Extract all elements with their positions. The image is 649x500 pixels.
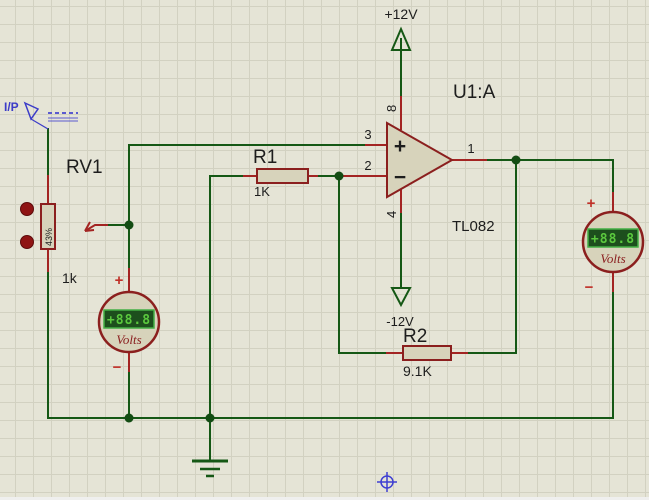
vcc-label[interactable]: +12V <box>384 6 418 22</box>
voltmeter-right[interactable]: +88.8 Volts <box>581 210 645 274</box>
opamp-refdes[interactable]: U1:A <box>453 82 496 103</box>
opamp-pin8-number: 8 <box>384 105 399 112</box>
junction-dots <box>124 155 521 423</box>
terminal-underline-mark <box>48 117 78 122</box>
r1-value[interactable]: 1K <box>254 184 270 199</box>
wire-pin2-to-r2[interactable] <box>338 176 386 354</box>
component-pins <box>47 96 614 372</box>
vcc-power-arrow[interactable] <box>390 26 412 51</box>
ground-symbol[interactable] <box>192 459 228 478</box>
vee-label[interactable]: -12V <box>386 314 414 329</box>
vee-power-arrow[interactable] <box>390 287 412 308</box>
voltmeter-left-unit: Volts <box>116 332 141 347</box>
input-terminal[interactable] <box>23 101 78 130</box>
input-terminal-marker-icon[interactable] <box>23 101 40 121</box>
voltmeter-right-minus-mark: − <box>585 279 594 296</box>
voltmeter-left-reading: +88.8 <box>107 313 151 328</box>
junction-dot <box>124 413 134 423</box>
wire-net <box>47 38 614 461</box>
origin-crosshair-icon <box>377 472 397 492</box>
voltmeter-lcd <box>103 309 155 329</box>
r2-refdes[interactable]: R2 <box>403 326 427 347</box>
resistor-r2[interactable] <box>402 345 452 361</box>
pot-body[interactable] <box>40 203 56 250</box>
opamp-part-number[interactable]: TL082 <box>452 218 495 235</box>
voltmeter-left-plus-mark: + <box>115 272 124 289</box>
junction-dot <box>205 413 215 423</box>
opamp-pin3-number: 3 <box>364 127 371 142</box>
junction-dot <box>334 171 344 181</box>
junction-dot <box>124 220 134 230</box>
wire-r1-to-rail[interactable] <box>209 175 243 418</box>
pot-value[interactable]: 1k <box>62 270 78 286</box>
pot-wiper-shaft[interactable] <box>84 224 108 232</box>
opamp-u1a[interactable]: + − <box>386 121 455 199</box>
opamp-noninv-plus-icon: + <box>394 135 406 158</box>
opamp-inv-minus-icon: − <box>394 166 406 189</box>
resistor-body[interactable] <box>256 168 309 184</box>
opamp-pin1-number: 1 <box>467 141 474 156</box>
pot-wiper-percent: 43% <box>44 228 54 246</box>
voltmeter-right-reading: +88.8 <box>591 232 635 247</box>
r2-value[interactable]: 9.1K <box>403 363 432 379</box>
input-terminal-lead <box>30 118 49 130</box>
voltmeter-left-minus-mark: − <box>113 359 122 376</box>
resistor-r1[interactable] <box>256 168 309 184</box>
potentiometer-rv1[interactable]: 43% <box>20 202 56 250</box>
opamp-pin4-number: 4 <box>384 211 399 218</box>
pot-refdes[interactable]: RV1 <box>66 157 103 178</box>
wire-ground-rail[interactable] <box>47 272 614 419</box>
input-terminal-label[interactable]: I/P <box>4 100 19 114</box>
pin-state-dot-icon <box>20 235 34 249</box>
pot-wiper-arrowhead <box>84 221 95 232</box>
wire-r2-to-output[interactable] <box>468 160 517 354</box>
r1-refdes[interactable]: R1 <box>253 147 277 168</box>
opamp-pin2-number: 2 <box>364 158 371 173</box>
junction-dot <box>511 155 521 165</box>
voltmeter-right-plus-mark: + <box>587 195 596 212</box>
wire-output-to-voltmeter[interactable] <box>487 159 614 192</box>
resistor-body[interactable] <box>402 345 452 361</box>
voltmeter-lcd <box>587 228 639 248</box>
wire-wiper-to-pin3[interactable] <box>128 144 365 268</box>
voltmeter-left[interactable]: +88.8 Volts <box>97 290 161 354</box>
voltmeter-right-unit: Volts <box>600 251 625 266</box>
window-edge <box>0 497 649 500</box>
opamp-triangle[interactable] <box>386 121 455 199</box>
pin-state-dot-icon <box>20 202 34 216</box>
